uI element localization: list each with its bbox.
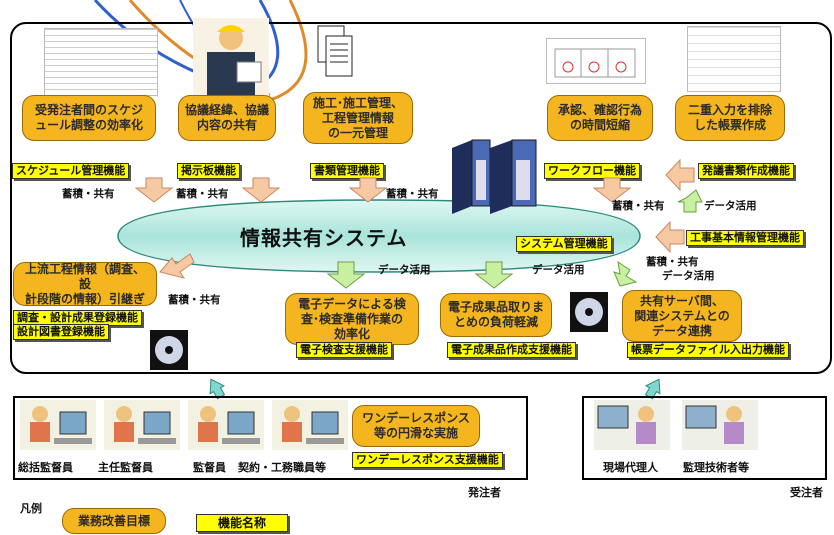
legend-function: 機能名称: [196, 514, 288, 532]
goal-upstream: 上流工程情報（調査、設 計段階の情報）引継ぎ: [13, 262, 157, 306]
goal-e-inspection: 電子データによる検 査･検査準備作業の 効率化: [285, 293, 419, 345]
worker-photo: [193, 18, 269, 98]
func-workflow: ワークフロー機能: [544, 163, 640, 179]
func-form-io: 帳票データファイル入出力機能: [627, 342, 789, 358]
orderer-people-images: [20, 400, 348, 450]
party-orderer: 発注者: [468, 486, 501, 499]
orderer-box: [13, 396, 528, 480]
label-store-share-5: 蓄積・共有: [646, 256, 699, 268]
label-data-use-4: データ活用: [532, 264, 585, 276]
label-store-share-1: 蓄積・共有: [62, 188, 115, 200]
func-e-deliverables: 電子成果品作成支援機能: [447, 342, 576, 358]
func-system-management: システム管理機能: [516, 236, 612, 252]
func-design-drawings: 設計図書登録機能: [13, 324, 109, 340]
func-construction-info: 工事基本情報管理機能: [686, 230, 804, 246]
label-store-share-4: 蓄積・共有: [612, 200, 665, 212]
label-data-use-1: データ活用: [704, 200, 757, 212]
system-title: 情報共有システム: [240, 226, 408, 250]
role-senior-supervisor: 主任監督員: [98, 461, 153, 474]
func-e-inspection: 電子検査支援機能: [296, 342, 392, 358]
label-data-use-3: データ活用: [378, 264, 431, 276]
goal-approval: 承認、確認行為 の時間短縮: [547, 95, 653, 141]
party-contractor: 受注者: [790, 486, 823, 499]
goal-one-day-response: ワンデーレスポンス 等の円滑な実施: [352, 405, 480, 447]
role-supervisor: 監督員: [193, 461, 226, 474]
goal-discussion: 協議経緯、協議 内容の共有: [178, 95, 276, 141]
func-one-day-response: ワンデーレスポンス支援機能: [352, 452, 503, 468]
approval-doc-image: [546, 38, 646, 84]
legend-title: 凡例: [20, 502, 42, 515]
contractor-box: [582, 396, 827, 480]
goal-construction: 施工･施工管理、 工程管理情報 の一元管理: [303, 92, 413, 144]
label-store-share-3: 蓄積・共有: [386, 188, 439, 200]
system-boundary: [10, 22, 832, 374]
role-site-agent: 現場代理人: [603, 461, 658, 474]
goal-schedule: 受発注者間のスケジ ュール調整の効率化: [22, 95, 156, 141]
label-data-use-2: データ活用: [662, 270, 715, 282]
label-store-share-6: 蓄積・共有: [168, 294, 221, 306]
contractor-people-images: [594, 400, 758, 450]
func-bulletin: 掲示板機能: [177, 163, 240, 179]
func-document: 書類管理機能: [310, 163, 384, 179]
goal-e-deliverables: 電子成果品取りま とめの負荷軽減: [440, 293, 552, 337]
role-engineer: 監理技術者等: [683, 461, 749, 474]
form-doc-image: [687, 26, 781, 92]
func-proposal-docs: 発議書類作成機能: [698, 163, 794, 179]
role-chief-supervisor: 総括監督員: [18, 461, 73, 474]
label-store-share-2: 蓄積・共有: [176, 188, 229, 200]
goal-forms: 二重入力を排除 した帳票作成: [675, 95, 785, 141]
legend-goal: 業務改善目標: [62, 508, 166, 534]
func-schedule: スケジュール管理機能: [12, 163, 130, 179]
role-contract-staff: 契約・工務職員等: [238, 461, 326, 474]
goal-data-link: 共有サーバ間、 関連システムとの データ連携: [622, 290, 742, 342]
papers-icon: [316, 24, 356, 80]
